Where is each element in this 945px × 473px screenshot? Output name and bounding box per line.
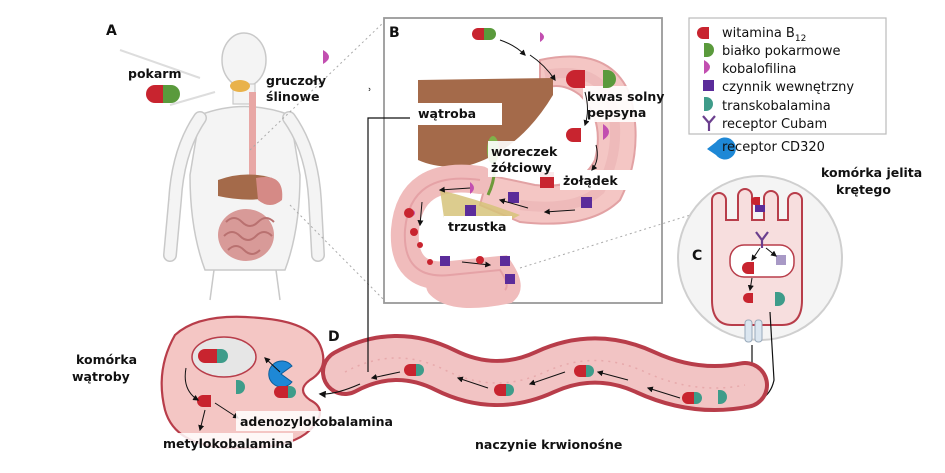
cobalophilin-icon	[540, 32, 544, 42]
b12-tc-complex	[404, 364, 424, 376]
stomach-label: żołądek	[563, 173, 618, 188]
blood-vessel-label: naczynie krwionośne	[475, 437, 622, 452]
food-pill-icon	[146, 85, 180, 103]
basolateral-transporter	[754, 319, 763, 343]
intrinsic-factor-degraded-icon	[776, 255, 786, 265]
transcobalamin-icon	[775, 292, 785, 306]
intrinsic-factor-icon	[465, 205, 476, 216]
cubam-receptor-icon	[755, 231, 769, 248]
intrinsic-factor-icon	[500, 256, 510, 266]
liver-label: wątroba	[418, 106, 476, 121]
cubam-receptor-icon	[702, 115, 716, 131]
legend-transcobalamin-label: transkobalamina	[722, 99, 831, 114]
vitamin-b12-icon	[742, 262, 754, 274]
methylcobalamin-label: metylokobalamina	[163, 436, 293, 451]
vitamin-b12-icon	[197, 395, 211, 407]
hepatocyte-label-line1: komórka	[76, 352, 137, 367]
vitamin-b12-icon	[743, 293, 753, 303]
b12-tc-complex-entry	[274, 386, 296, 398]
b12-tc-complex-hepatocyte	[198, 349, 228, 363]
basolateral-transporter	[744, 319, 753, 343]
b12-tc-complex	[574, 365, 594, 377]
salivary-label-line1: gruczoły	[266, 73, 326, 88]
acid-label-line1: kwas solny	[587, 89, 664, 104]
blood-vessel	[321, 334, 769, 412]
transcobalamin-icon	[236, 380, 245, 394]
b12-tc-complex	[682, 392, 702, 404]
salivary-label-line2: ślinowe	[266, 89, 320, 104]
legend-food-protein-label: białko pokarmowe	[722, 44, 841, 59]
legend-intrinsic-factor-label: czynnik wewnętrzny	[722, 80, 854, 95]
intrinsic-factor-icon	[703, 80, 714, 91]
panel-label-d: D	[328, 329, 340, 345]
legend-cd320-label: receptor CD320	[722, 140, 825, 155]
intrinsic-factor-icon	[581, 197, 592, 208]
vitamin-b12-icon	[697, 27, 709, 39]
cobalophilin-icon	[704, 60, 710, 74]
food-protein-icon	[704, 43, 714, 57]
ileal-cell-label-line1: komórka jelita	[821, 165, 922, 180]
legend: witamina B12 białko pokarmowe kobalofili…	[697, 26, 854, 160]
food-label: pokarm	[128, 66, 181, 81]
human-body-figure	[119, 32, 325, 301]
b12-food-complex-stomach	[566, 70, 616, 88]
legend-cubam-label: receptor Cubam	[722, 117, 827, 132]
pancreas-label: trzustka	[448, 219, 506, 234]
gallbladder-label-line2: żółciowy	[491, 160, 551, 175]
panel-label-c: C	[692, 248, 702, 264]
cd320-receptor-icon	[707, 137, 736, 160]
transcobalamin-icon	[704, 97, 713, 111]
legend-b12-label: witamina B12	[722, 26, 806, 44]
ileal-cell-label-line2: krętego	[836, 182, 891, 197]
cobalophilin-icon	[323, 50, 329, 64]
panel-label-b: B	[389, 25, 400, 41]
gallbladder-label-line1: woreczek	[491, 144, 558, 159]
intrinsic-factor-icon	[508, 192, 519, 203]
legend-cobalophilin-label: kobalofilina	[722, 62, 796, 77]
intrinsic-factor-icon	[505, 274, 515, 284]
svg-text:ʾ: ʾ	[368, 85, 372, 100]
liver-connector-line	[367, 117, 410, 372]
legend-box	[688, 17, 887, 135]
b12-food-complex-top	[472, 28, 496, 40]
panel-label-a: A	[106, 23, 117, 39]
b12-cobalophilin-complex	[566, 124, 609, 142]
adenosylcobalamin-label: adenozylokobalamina	[240, 414, 393, 429]
hepatocyte-label-line2: wątroby	[72, 369, 130, 384]
b12-if-complex-ileum	[751, 197, 765, 212]
cobalophilin-icon	[470, 182, 474, 194]
intrinsic-factor-icon	[440, 256, 450, 266]
b12-tc-complex	[494, 384, 514, 396]
transcobalamin-icon	[718, 390, 727, 404]
acid-label-line2: pepsyna	[587, 105, 646, 120]
